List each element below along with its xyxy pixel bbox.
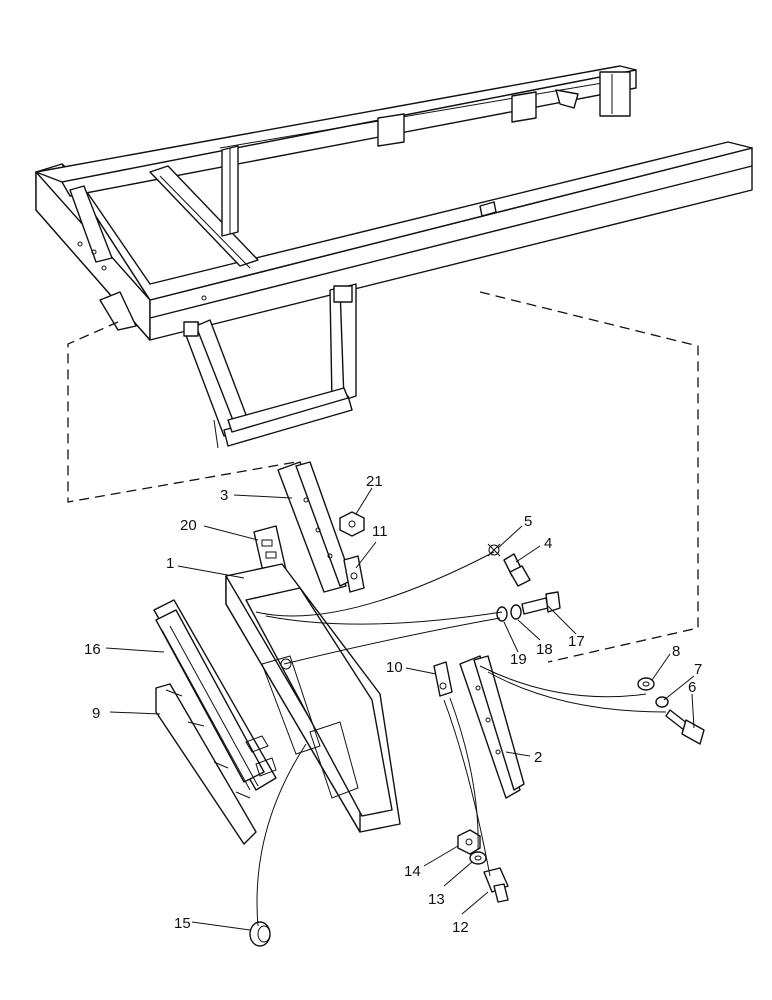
callout-7: 7 [694, 661, 702, 678]
callout-2: 2 [534, 749, 542, 766]
part-4-bolt [503, 553, 531, 587]
part-15-plug [249, 921, 271, 947]
callout-3: 3 [220, 487, 228, 504]
callout-12: 12 [452, 919, 469, 936]
callout-17: 17 [568, 633, 585, 650]
callout-21: 21 [366, 473, 383, 490]
callout-15: 15 [174, 915, 191, 932]
callout-labels: 1 2 3 4 5 6 7 8 9 10 11 12 13 14 15 16 1… [84, 473, 702, 936]
part-8-washer [637, 677, 655, 691]
callout-20: 20 [180, 517, 197, 534]
callout-4: 4 [544, 535, 552, 552]
callout-8: 8 [672, 643, 680, 660]
callout-11: 11 [372, 523, 388, 540]
callout-19: 19 [510, 651, 527, 668]
part-18-washer [510, 604, 522, 620]
assembly-paths [255, 551, 667, 927]
part-6-bolt [665, 709, 705, 745]
part-2-bracket [459, 655, 525, 799]
part-16-block [153, 599, 277, 791]
part-19-washer [496, 606, 508, 622]
part-9-plate [155, 683, 257, 845]
callout-9: 9 [92, 705, 100, 722]
assembly-boundary [67, 321, 297, 503]
callout-leaders [105, 487, 695, 931]
callout-13: 13 [428, 891, 445, 908]
part-13-washer [469, 851, 487, 865]
callout-18: 18 [536, 641, 553, 658]
callout-6: 6 [688, 679, 696, 696]
part-1-weight [225, 563, 401, 833]
part-11-clip [343, 555, 365, 593]
callout-10: 10 [386, 659, 403, 676]
part-12-bolt [483, 867, 509, 903]
part-14-nut [457, 829, 481, 855]
callout-16: 16 [84, 641, 101, 658]
part-17-bolt [521, 591, 561, 615]
callout-5: 5 [524, 513, 532, 530]
chassis-frame [35, 65, 753, 449]
callout-1: 1 [166, 555, 174, 572]
callout-14: 14 [404, 863, 421, 880]
part-10-clip [433, 661, 453, 697]
part-21-nut [339, 511, 365, 537]
assembly-boundary-right [479, 291, 699, 663]
